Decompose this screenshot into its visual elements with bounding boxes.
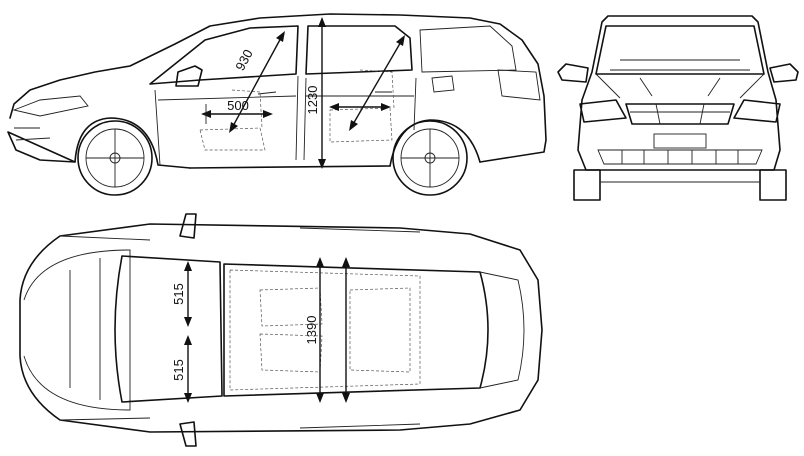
top-windshield <box>114 255 223 403</box>
label-side-diagonal: 930 <box>232 47 255 73</box>
label-side-height: 1230 <box>305 86 320 115</box>
side-sill <box>74 117 481 169</box>
dim-top-seat-front <box>184 261 192 327</box>
top-mirror-lower <box>179 421 197 447</box>
top-view: 1390 515 515 <box>19 213 543 447</box>
front-body-outline <box>577 15 781 171</box>
top-roof <box>223 263 489 397</box>
front-plate <box>653 133 707 149</box>
dim-side-length <box>201 104 273 124</box>
side-rear-window <box>305 25 413 75</box>
label-top-width: 1390 <box>304 316 319 345</box>
label-top-seat-front: 515 <box>171 283 186 305</box>
dim-top-seat-rear <box>184 335 192 403</box>
rear-wheel <box>392 120 468 196</box>
dim-side-diagonal <box>229 31 285 133</box>
front-wheel <box>77 120 153 196</box>
front-mirror-left <box>557 63 589 83</box>
top-mirror-upper <box>179 213 197 239</box>
dim-side-rear-seat <box>329 35 405 131</box>
front-headlamp-right <box>733 99 781 123</box>
side-mirror <box>175 65 203 87</box>
label-side-length: 500 <box>227 98 249 113</box>
dim-top-width <box>316 257 350 403</box>
front-windshield <box>595 25 765 75</box>
top-body-outline <box>19 223 543 433</box>
side-quarter-window <box>419 25 517 73</box>
side-front-window <box>149 25 299 85</box>
dim-side-height <box>318 17 326 169</box>
side-view: 1230 500 930 <box>7 13 547 196</box>
front-tire-left <box>573 169 601 201</box>
front-headlamp-left <box>579 99 627 123</box>
front-grille <box>625 103 735 125</box>
taillamp-side <box>497 69 541 101</box>
side-body-outline <box>7 13 547 169</box>
headlamp-side <box>12 95 89 117</box>
front-view <box>557 15 799 201</box>
label-top-seat-rear: 515 <box>171 359 186 381</box>
front-tire-right <box>759 169 787 201</box>
front-mirror-right <box>769 63 799 83</box>
